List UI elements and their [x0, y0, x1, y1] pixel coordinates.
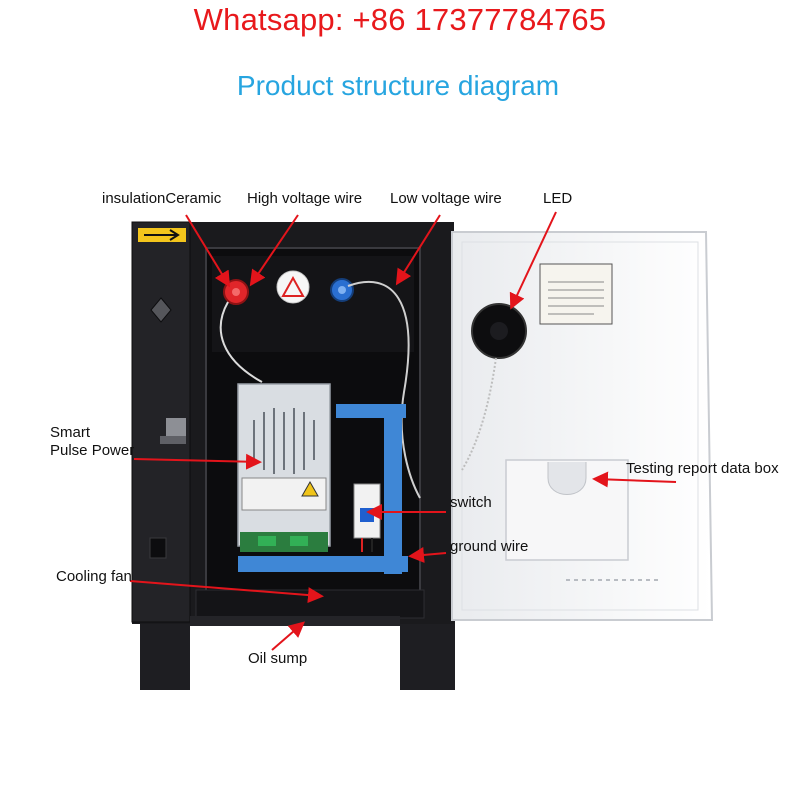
mounting-bracket-upright: [384, 404, 402, 574]
diagram-title: Product structure diagram: [236, 70, 560, 101]
low-voltage-cable: [347, 281, 421, 499]
label-low-voltage-wire: Low voltage wire: [390, 190, 502, 207]
label-oil-sump: Oil sump: [248, 650, 308, 667]
cooling-fan-area: [195, 589, 425, 619]
callout-arrows: [129, 211, 677, 651]
high-voltage-cable: [219, 301, 263, 383]
label-testing-report-box: Testing report data box: [626, 460, 779, 477]
side-hinge: [149, 537, 167, 559]
pulse-power-connector-1: [258, 536, 276, 546]
door-inner-frame: [461, 241, 699, 611]
side-latch: [166, 418, 186, 440]
circuit-breaker-toggle: [360, 508, 374, 522]
door-info-lines: [548, 281, 604, 315]
arrow-smart-pulse-power: [133, 453, 262, 470]
arrow-low-voltage-wire: [395, 214, 441, 286]
label-switch: switch: [450, 494, 492, 511]
mounting-bracket-base: [238, 556, 408, 572]
label-cooling-fan: Cooling fan: [56, 568, 132, 585]
label-high-voltage-wire: High voltage wire: [247, 190, 363, 207]
pulse-power-warning-mark: [301, 480, 319, 497]
oil-sump-tray: [190, 616, 400, 626]
led-cable: [461, 357, 497, 471]
contact-header: Whatsapp: +86 17377784765: [193, 2, 607, 37]
pulse-power-vents: [253, 408, 315, 474]
arrow-sticker-mark: [144, 229, 180, 241]
warning-label-icon: [276, 270, 310, 304]
pulse-power-board: [240, 532, 328, 552]
arrow-high-voltage-wire: [249, 214, 299, 287]
label-pulse-power: Pulse Power: [50, 442, 135, 459]
arrow-insulation-ceramic: [185, 214, 231, 288]
pulse-power-connector-2: [290, 536, 308, 546]
side-latch-bracket: [160, 436, 186, 444]
door-info-sticker: [539, 263, 613, 325]
label-smart: Smart: [50, 424, 91, 441]
terminal-high-voltage-core: [232, 288, 240, 296]
arrow-ground-wire: [408, 546, 447, 563]
label-insulation-ceramic: insulationCeramic: [102, 190, 222, 207]
arrow-testing-report-box: [592, 471, 677, 488]
arrow-oil-sump: [271, 621, 306, 651]
arrow-cooling-fan: [129, 580, 324, 604]
terminal-low-voltage-core: [338, 286, 346, 294]
inner-back-panel: [212, 256, 414, 352]
arrow-led: [509, 211, 557, 310]
testing-report-slot: [547, 462, 587, 495]
label-ground-wire: ground wire: [450, 538, 529, 555]
side-knob: [150, 297, 172, 323]
led-indicator-core: [490, 322, 508, 340]
label-led: LED: [543, 190, 573, 207]
warning-label-mark: [281, 275, 305, 297]
